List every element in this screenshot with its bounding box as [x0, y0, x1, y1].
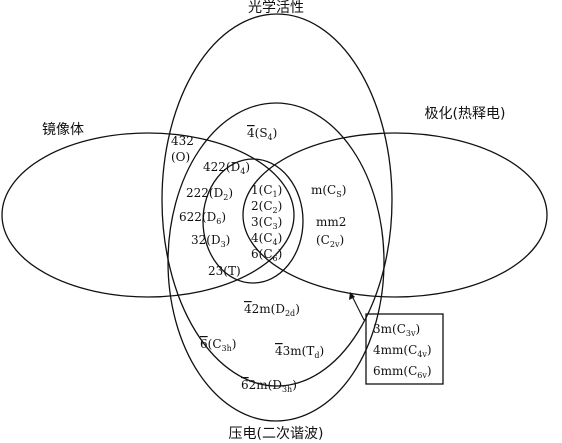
polarization-ellipse — [242, 132, 548, 298]
class-432: 432 — [171, 134, 194, 148]
box-arrow-head — [349, 292, 355, 300]
class-c2v: (C2v) — [316, 233, 344, 249]
class-c4v: 4mm(C4v) — [373, 343, 432, 359]
class-mm2: mm2 — [316, 215, 346, 229]
class-622: 622(D6) — [179, 210, 226, 226]
class-222: 222(D2) — [186, 186, 233, 202]
class-td: 43m(Td) — [275, 344, 324, 360]
class-c3: 3(C3) — [251, 215, 282, 231]
class-32: 32(D3) — [191, 233, 230, 249]
class-c1: 1(C1) — [251, 183, 282, 199]
mirror-image-label: 镜像体 — [42, 122, 84, 138]
class-c2: 2(C2) — [251, 199, 282, 215]
class-c3v: 3m(C3v) — [373, 322, 420, 338]
class-422: 422(D4) — [203, 160, 250, 176]
class-c3h: 6(C3h) — [200, 337, 236, 353]
optical-activity-label: 光学活性 — [248, 0, 304, 16]
class-d2d: 42m(D2d) — [244, 302, 300, 318]
inner-ellipse — [202, 158, 304, 284]
class-d3h: 62m(D3h) — [241, 378, 297, 394]
piezoelectric-ellipse — [167, 102, 385, 422]
class-23: 23(T) — [208, 264, 241, 278]
class-c6: 6(C6) — [251, 247, 282, 263]
box-arrow-line — [351, 295, 365, 321]
class-cs: m(CS) — [311, 183, 346, 199]
polar-classes-box — [365, 313, 444, 385]
mirror-image-ellipse — [1, 132, 295, 298]
class-s4: 4(S4) — [247, 126, 277, 142]
polarization-label: 极化(热释电) — [425, 106, 506, 122]
class-c6v: 6mm(C6v) — [373, 364, 432, 380]
class-o-symbol: (O) — [171, 150, 190, 164]
class-c4: 4(C4) — [251, 231, 282, 247]
piezoelectric-label: 压电(二次谐波) — [229, 426, 324, 442]
optical-activity-ellipse — [161, 13, 393, 387]
